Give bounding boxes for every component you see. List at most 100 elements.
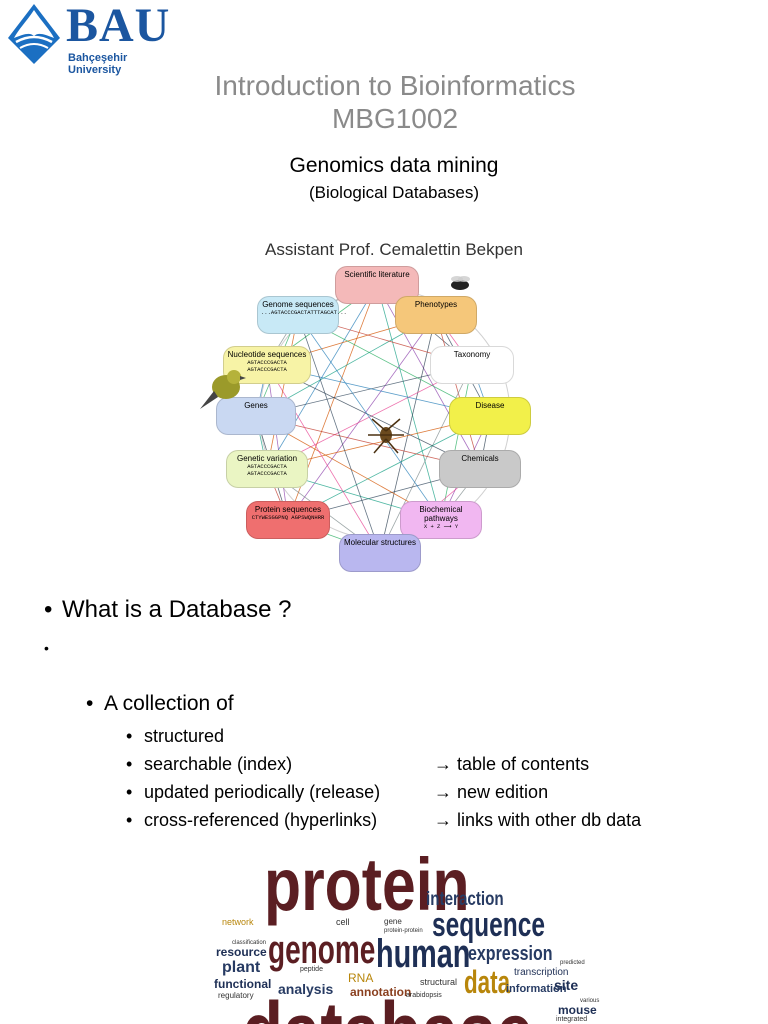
node-label: Genes bbox=[244, 401, 268, 410]
network-edge bbox=[297, 314, 381, 554]
word-regulatory: regulatory bbox=[218, 991, 254, 1000]
node-sequence: AGTACCCGACTA AGTACCCGACTA bbox=[247, 359, 287, 373]
topic-title: Genomics data mining bbox=[289, 154, 499, 177]
word-transcription: transcription bbox=[514, 967, 569, 978]
node-label: Genetic variation bbox=[236, 454, 298, 463]
word-classification: classification bbox=[232, 940, 267, 946]
node-label: Nucleotide sequences bbox=[227, 350, 307, 359]
node-genes: Genes bbox=[216, 397, 296, 435]
bee-icon bbox=[451, 276, 470, 290]
word-structural: structural bbox=[420, 977, 458, 987]
bullet-dot: • bbox=[44, 640, 49, 656]
word-information: information bbox=[506, 983, 567, 995]
node-label: Molecular structures bbox=[343, 538, 417, 547]
node-label: Genome sequences bbox=[262, 300, 334, 309]
word-protein-protein: protein-protein bbox=[384, 928, 423, 934]
word-functional: functional bbox=[214, 977, 272, 991]
node-disease: Disease bbox=[449, 397, 531, 435]
network-edge bbox=[266, 284, 378, 470]
question-text: What is a Database ? bbox=[62, 596, 292, 623]
bullet-dot: • bbox=[44, 596, 53, 623]
word-peptide: peptide bbox=[300, 966, 323, 973]
word-protein: protein bbox=[264, 848, 470, 926]
topic-subtitle: (Biological Databases) bbox=[308, 183, 480, 202]
course-code: MBG1002 bbox=[331, 103, 459, 134]
node-genome-sequences: Genome sequences...AGTACCCGACTATTTAGCAT.… bbox=[257, 296, 347, 334]
item-analogy: links with other db data bbox=[457, 810, 642, 830]
arrow-icon: → bbox=[434, 782, 452, 802]
word-cloud: protein interaction sequence genome huma… bbox=[210, 848, 622, 1024]
bullet-dot: • bbox=[126, 754, 133, 774]
item-analogy: new edition bbox=[457, 782, 549, 802]
network-edge bbox=[379, 364, 473, 554]
node-sequence: AGTACCCGACTA AGTACCCGACTA bbox=[247, 463, 287, 477]
node-phenotypes: Phenotypes bbox=[395, 296, 477, 334]
word-plant: plant bbox=[222, 959, 261, 976]
node-label: Scientific literature bbox=[344, 270, 410, 279]
network-edge bbox=[266, 364, 289, 521]
bird-icon bbox=[200, 370, 246, 409]
arrow-icon: → bbox=[434, 810, 452, 830]
node-label: Protein sequences bbox=[254, 505, 322, 514]
node-chemicals: Chemicals bbox=[439, 450, 521, 488]
node-label: Disease bbox=[475, 401, 505, 410]
bullet-what-is-database: • What is a Database ? bbox=[44, 596, 291, 624]
item-term: searchable (index) bbox=[144, 754, 293, 774]
word-annotation: annotation bbox=[350, 985, 412, 999]
list-item: • structured bbox=[126, 726, 224, 747]
word-expression: expression bbox=[468, 943, 553, 965]
word-data: data bbox=[464, 964, 511, 1000]
item-term: structured bbox=[144, 726, 225, 746]
list-item: • searchable (index) → table of contents bbox=[126, 754, 726, 775]
node-taxonomy: Taxonomy bbox=[430, 346, 514, 384]
node-molecular-structures: Molecular structures bbox=[339, 534, 421, 572]
word-database: database bbox=[242, 990, 533, 1024]
word-arabidopsis: arabidopsis bbox=[406, 992, 442, 999]
spider-icon bbox=[368, 418, 404, 454]
word-site: site bbox=[554, 977, 579, 993]
word-interaction: interaction bbox=[426, 889, 504, 910]
word-resource: resource bbox=[216, 945, 267, 959]
logo-university: Bahçeşehir University bbox=[68, 52, 128, 76]
word-sequence: sequence bbox=[432, 906, 545, 944]
network-edge bbox=[376, 284, 481, 470]
author: Assistant Prof. Cemalettin Bekpen bbox=[265, 240, 523, 259]
node-label: Biochemical pathways bbox=[419, 505, 463, 523]
network-edge bbox=[266, 314, 299, 470]
bullet-dot: • bbox=[126, 726, 133, 746]
node-sequence: X + Z ⟶ Y bbox=[423, 523, 459, 530]
node-sequence: CTYWESGGPNQ AGPSWQNHRR bbox=[251, 514, 325, 521]
network-edge bbox=[440, 364, 473, 521]
word-predicted: predicted bbox=[560, 960, 585, 966]
network-edge bbox=[287, 314, 437, 521]
node-sequence: ...AGTACCCGACTATTTAGCAT... bbox=[261, 309, 347, 316]
word-rna: RNA bbox=[348, 971, 374, 985]
bullet-collection: • A collection of bbox=[86, 692, 234, 716]
word-analysis: analysis bbox=[278, 981, 334, 997]
bullet-empty: • bbox=[44, 640, 49, 656]
item-term: updated periodically (release) bbox=[144, 782, 381, 802]
word-genome: genome bbox=[268, 928, 376, 972]
network-edge bbox=[297, 314, 442, 521]
word-network: network bbox=[222, 917, 254, 927]
arrow-icon: → bbox=[434, 754, 452, 774]
list-item: •cross-referenced (hyperlinks) → links w… bbox=[126, 810, 726, 831]
word-gene: gene bbox=[384, 917, 402, 926]
network-edge bbox=[435, 314, 481, 470]
course-title: Introduction to Bioinformatics bbox=[214, 70, 576, 101]
node-label: Phenotypes bbox=[414, 300, 458, 309]
item-term: cross-referenced (hyperlinks) bbox=[144, 810, 378, 830]
node-label: Chemicals bbox=[461, 454, 499, 463]
bullet-dot: • bbox=[86, 692, 94, 715]
bau-logo: BAU Bahçeşehir University bbox=[6, 0, 176, 76]
item-analogy: table of contents bbox=[457, 754, 590, 774]
word-human: human bbox=[376, 932, 471, 976]
list-item: •updated periodically (release) → new ed… bbox=[126, 782, 726, 803]
collection-text: A collection of bbox=[104, 692, 234, 715]
logo-wordmark: BAU bbox=[66, 0, 171, 52]
word-integrated: integrated bbox=[556, 1016, 588, 1023]
